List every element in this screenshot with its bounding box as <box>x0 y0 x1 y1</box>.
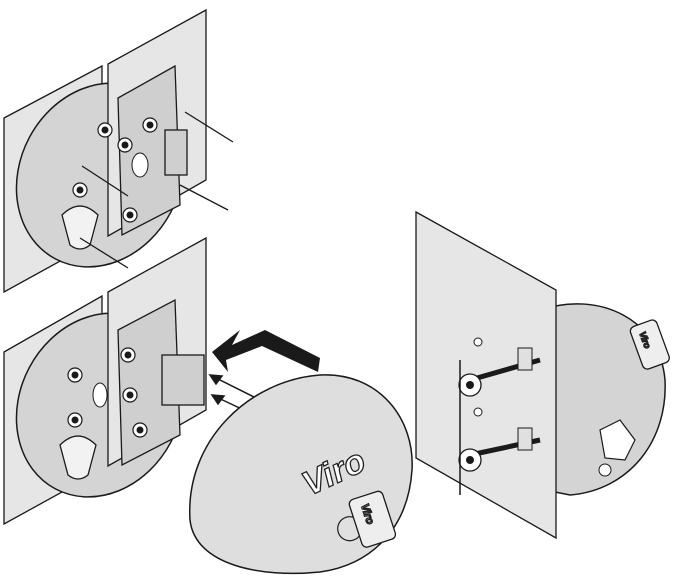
key-icon: Viro <box>629 319 670 370</box>
screw-icon <box>142 117 158 133</box>
key-icon: Viro <box>337 490 397 548</box>
insert-arrow-icon <box>212 330 320 372</box>
lock-body-side <box>539 303 666 496</box>
step2-assembly: Viro Viro <box>3 236 413 575</box>
screw-icon <box>122 207 138 223</box>
screw-icon <box>67 412 83 428</box>
screw-icon <box>67 367 83 383</box>
mounting-plate <box>117 298 181 467</box>
fixing-pins <box>79 111 234 269</box>
bolt-bottom <box>458 427 541 472</box>
latch-block <box>161 354 205 406</box>
mounting-plate <box>117 64 181 237</box>
screw-icon <box>120 347 136 363</box>
screw-icon <box>132 422 148 438</box>
cylinder-hole <box>599 419 636 461</box>
screw-icon <box>117 137 133 153</box>
latch-block <box>164 129 188 176</box>
bolt-top <box>458 347 541 397</box>
screw-icon <box>97 122 113 138</box>
step1-assembly <box>3 8 234 294</box>
screw-icon <box>598 463 612 477</box>
screw-icon <box>72 182 88 198</box>
screw-icon <box>122 387 138 403</box>
step3-side-view: Viro <box>415 210 670 540</box>
cylinder-knob <box>59 435 97 480</box>
